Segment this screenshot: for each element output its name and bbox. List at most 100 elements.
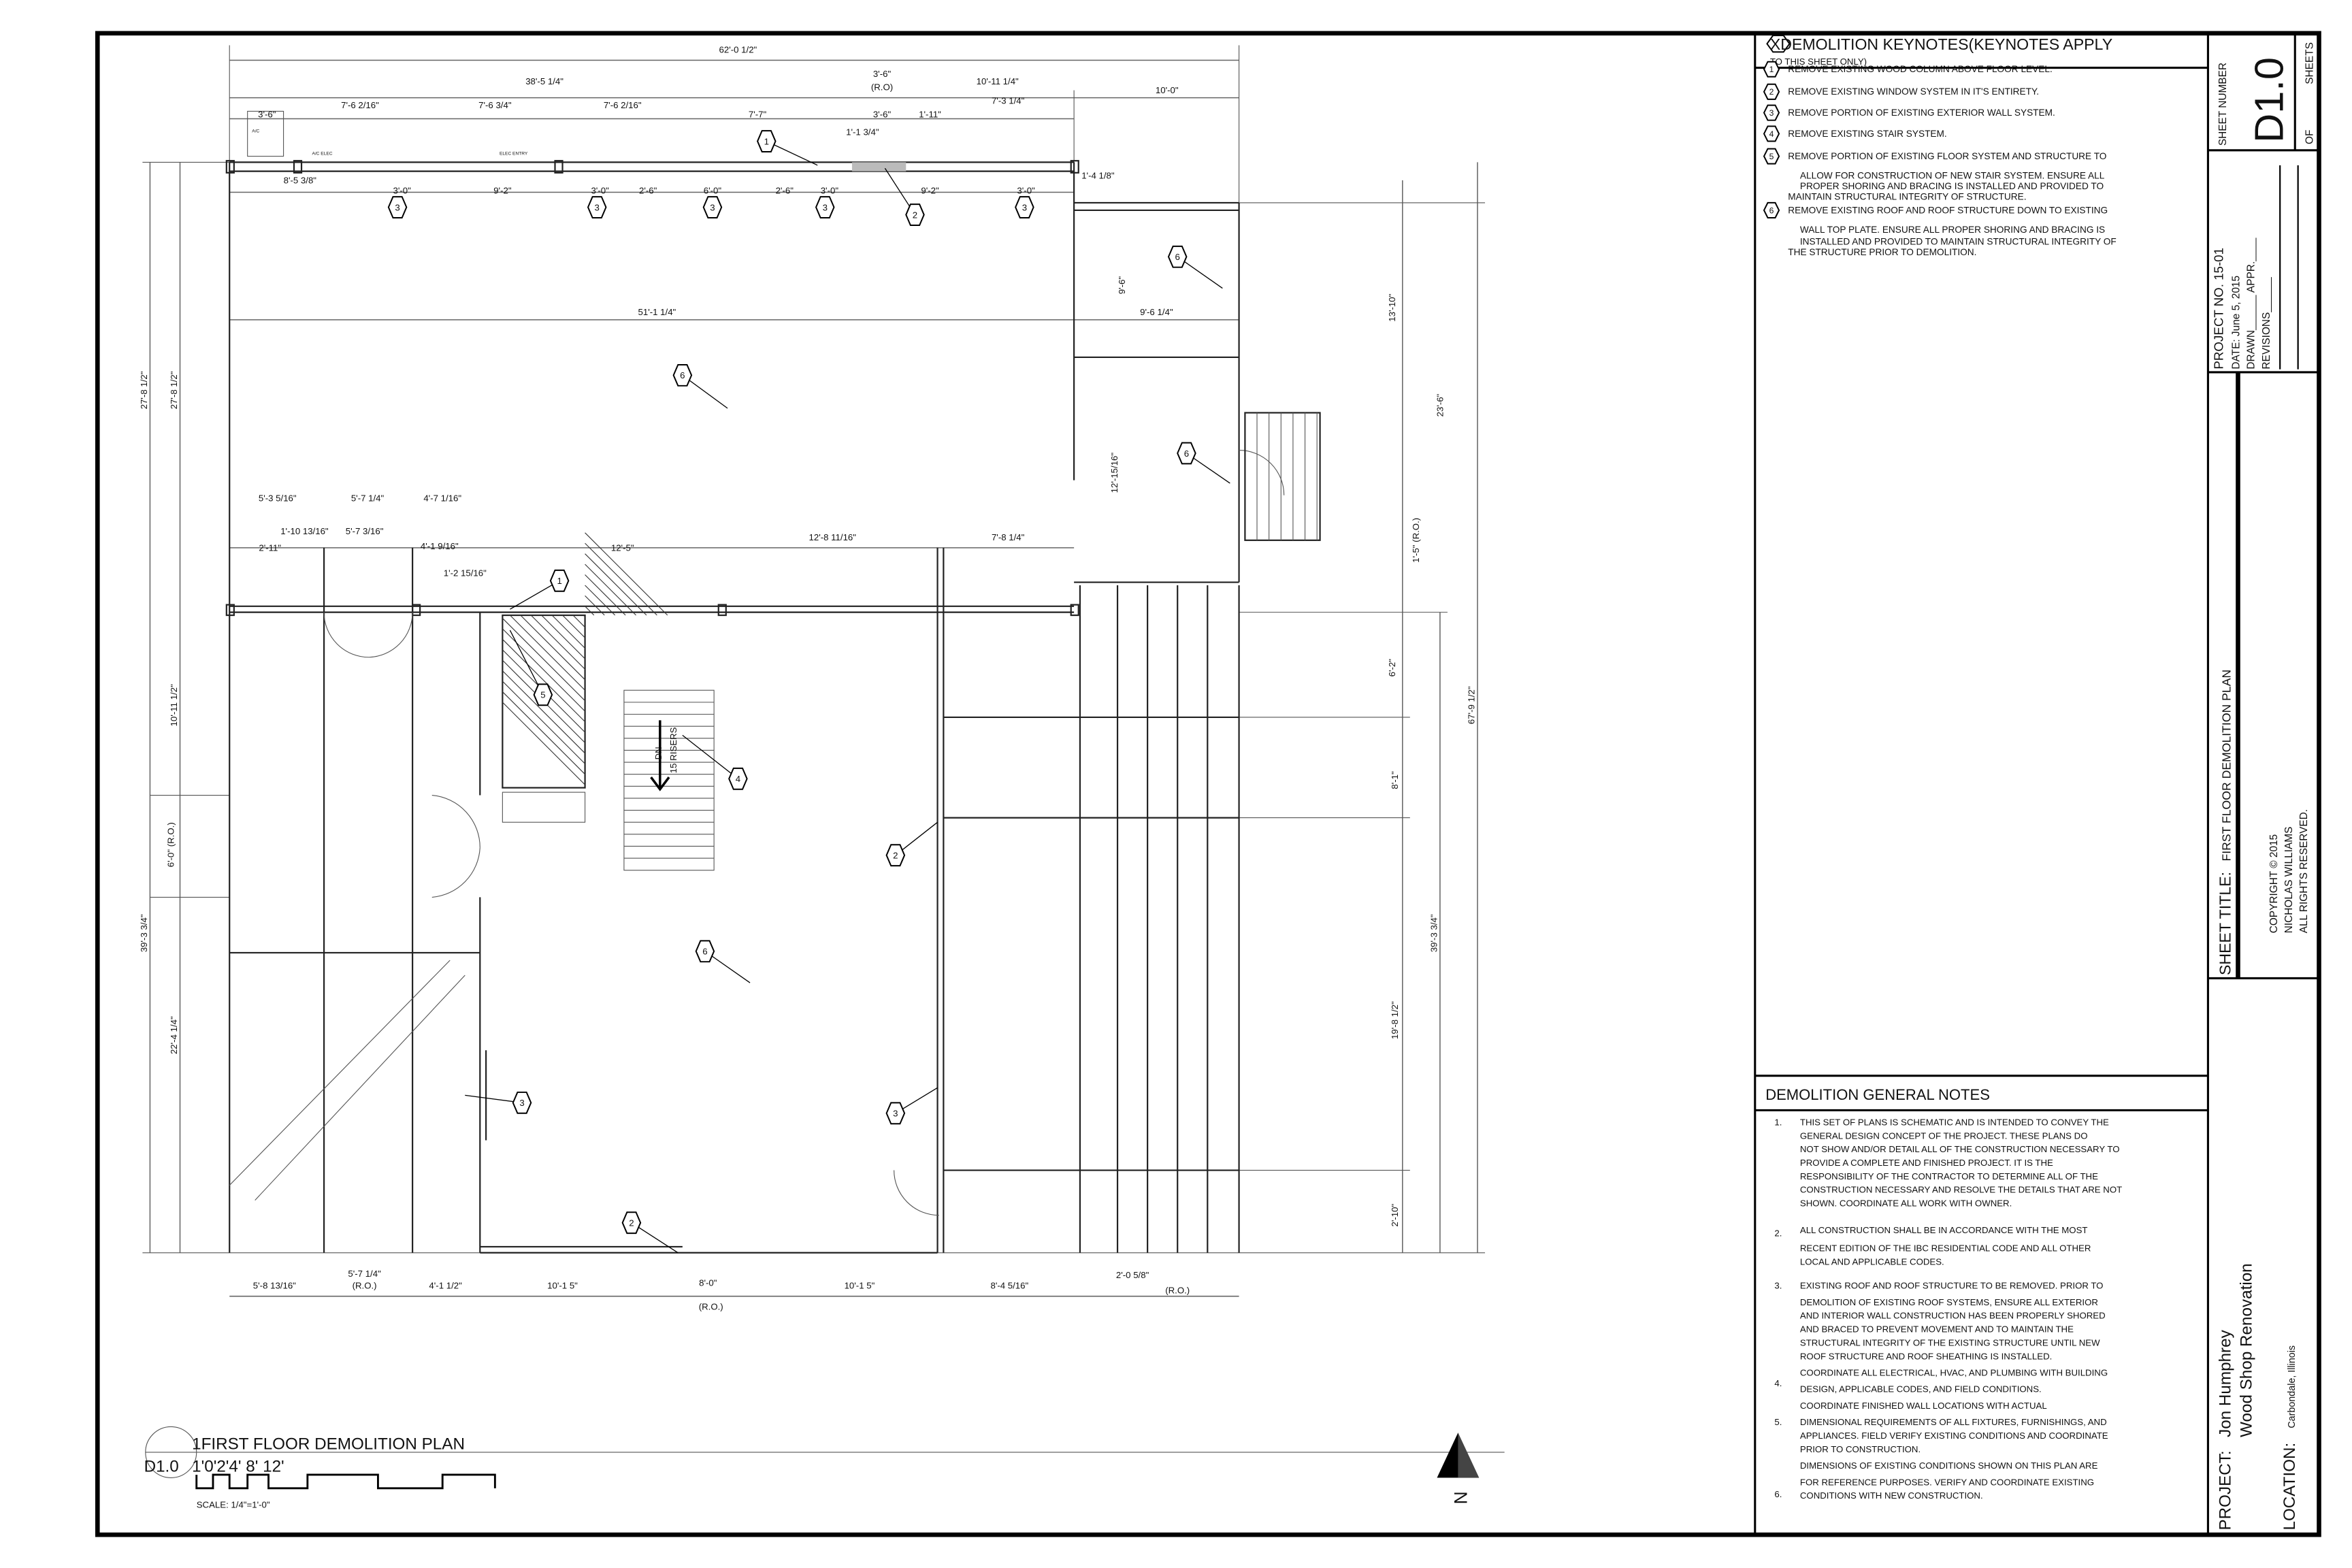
keynote-tag-number: 2 [913, 210, 917, 220]
hatch-line [585, 532, 668, 616]
keynote-text: MAINTAIN STRUCTURAL INTEGRITY OF STRUCTU… [1788, 192, 2026, 202]
dimension-text: 1'-1 3/4" [846, 127, 879, 137]
keynote-number: 6 [1769, 206, 1774, 215]
dimension-text: 38'-5 1/4" [525, 76, 564, 86]
keynote-tag-number: 3 [595, 202, 600, 212]
keynote-tag-hex-icon [815, 196, 835, 218]
general-note-number: 3. [1774, 1281, 1782, 1291]
location-label: LOCATION: [2281, 1443, 2299, 1531]
dimension-text: 1'-5" (R.O.) [1411, 518, 1421, 563]
dimension-text: 8'-4 5/16" [990, 1281, 1028, 1291]
drawing-reference: D1.0 [144, 1458, 179, 1476]
dimension-text: 51'-1 1/4" [638, 307, 676, 317]
room-label: ELEC ENTRY [500, 151, 528, 156]
general-notes-title: DEMOLITION GENERAL NOTES [1765, 1086, 1990, 1103]
keynote-text: REMOVE EXISTING WINDOW SYSTEM IN IT'S EN… [1788, 86, 2039, 97]
general-note-number: 4. [1774, 1378, 1782, 1388]
dimension-text: 7'-6 2/16" [604, 100, 642, 110]
general-note-text: RESPONSIBILITY OF THE CONTRACTOR TO DETE… [1800, 1171, 2098, 1181]
dimension-text: 8'-5 3/8" [284, 175, 317, 185]
dimension-text: 3'-0" [1017, 186, 1035, 196]
dimension-text: 10'-1 5" [845, 1281, 875, 1291]
keynote-tag-number: 4 [736, 774, 740, 784]
general-note-text: DESIGN, APPLICABLE CODES, AND FIELD COND… [1800, 1384, 2042, 1394]
keynote-hex-icon [1763, 61, 1780, 78]
keynotes-panel: XDEMOLITION KEYNOTES(KEYNOTES APPLY TO T… [1763, 35, 2117, 257]
keynote-tag-hex-icon [387, 196, 408, 218]
dimension-text: 10'-0" [1156, 85, 1179, 95]
scale-bar [195, 1473, 496, 1490]
keynote-text: REMOVE PORTION OF EXISTING FLOOR SYSTEM … [1788, 151, 2106, 161]
dimension-text: (R.O.) [699, 1302, 723, 1312]
hatch-line [585, 585, 616, 616]
room-label: A/C [252, 129, 259, 133]
general-note-text: DEMOLITION OF EXISTING ROOF SYSTEMS, ENS… [1800, 1297, 2098, 1307]
dimension-text: 8'-1" [1390, 771, 1400, 789]
dimension-text: 7'-6 3/4" [478, 100, 512, 110]
dimension-text: 19'-8 1/2" [1390, 1001, 1400, 1039]
hatch-line [585, 595, 605, 616]
keynote-tag-number: 3 [395, 202, 399, 212]
leader-line [766, 140, 818, 166]
dimension-text: 23'-6" [1435, 393, 1445, 416]
dimension-text: 5'-7 1/4" [351, 493, 385, 504]
keynote-text: WALL TOP PLATE. ENSURE ALL PROPER SHORIN… [1800, 225, 2105, 235]
hatch-line [502, 702, 585, 785]
general-note-text: LOCAL AND APPLICABLE CODES. [1800, 1256, 1944, 1267]
dimension-text: 67'-9 1/2" [1467, 686, 1477, 724]
keynote-hex-icon [1763, 148, 1780, 165]
dimension-text: 12'-8 11/16" [809, 532, 857, 542]
dimension-text: 9'-6 1/4" [1140, 307, 1173, 317]
leader-line [465, 1094, 523, 1104]
dimension-text: 1'-4 1/8" [1081, 171, 1115, 181]
keynote-tag-number: 2 [629, 1218, 634, 1228]
keynote-tag-hex-icon [728, 767, 748, 790]
scale-text: SCALE: 1/4"=1'-0" [197, 1499, 270, 1509]
keynote-tag-number: 1 [557, 576, 561, 586]
keynote-hex-icon [1763, 83, 1780, 100]
project-label: PROJECT: [2216, 1450, 2234, 1530]
keynote-tag-number: 3 [710, 202, 715, 212]
dimension-text: 3'-0" [393, 186, 412, 196]
dimension-text: 3'-0" [591, 186, 609, 196]
dimension-text: 6'-0" (R.O.) [166, 822, 176, 867]
dimension-text: 3'-6" [873, 109, 892, 119]
keynote-tag-hex-icon [1167, 245, 1188, 268]
author: NICHOLAS WILLIAMS [2283, 827, 2295, 934]
leader-line [704, 951, 751, 983]
keynote-tag-hex-icon [695, 940, 715, 963]
keynote-tag-hex-icon [756, 130, 777, 152]
dimension-text: 12'-5" [611, 542, 634, 553]
stair-direction: DN [653, 747, 664, 760]
keynote-hex-icon [1763, 125, 1780, 142]
floor-plan: DN 15 RISERS A/C A/C ELEC ELEC ENTRY 62'… [139, 45, 1505, 1509]
hatch-line [530, 615, 585, 670]
dimension-text: 1'-2 15/16" [444, 568, 487, 578]
dimension-text: 3'-0" [821, 186, 839, 196]
dimension-text: 5'-3 5/16" [259, 493, 297, 504]
dimension-text: 10'-1 5" [547, 1281, 578, 1291]
dimension-labels: 62'-0 1/2" 38'-5 1/4" 3'-6" (R.O) 10'-11… [139, 45, 1477, 1312]
dimension-text: (R.O) [871, 82, 893, 93]
keynote-number: 3 [1769, 108, 1774, 118]
revisions: REVISIONS______ [2261, 277, 2272, 370]
dimension-text: 4'-1 9/16" [421, 541, 459, 551]
hatch-line [520, 615, 585, 681]
project-client: Jon Humphrey [2216, 1329, 2234, 1437]
keynote-tag-hex-icon [1015, 196, 1034, 218]
general-note-number: 1. [1774, 1117, 1782, 1127]
general-note-text: PROVIDE A COMPLETE AND FINISHED PROJECT.… [1800, 1158, 2053, 1168]
sheet-title-label: SHEET TITLE: [2216, 872, 2234, 975]
location: Carbondale, Illinois [2287, 1345, 2298, 1428]
hatch-line [585, 564, 636, 616]
keynote-hex-icon [1763, 104, 1780, 121]
keynote-tag-hex-icon [885, 1102, 906, 1125]
hatch-line [509, 615, 585, 691]
hatch-line [585, 542, 657, 616]
keynote-tag-hex-icon [549, 569, 570, 592]
keynote-hex-icon [1766, 35, 1791, 53]
dimension-text: 1'-10 13/16" [280, 526, 329, 536]
keynote-tag-number: 3 [1022, 202, 1027, 212]
